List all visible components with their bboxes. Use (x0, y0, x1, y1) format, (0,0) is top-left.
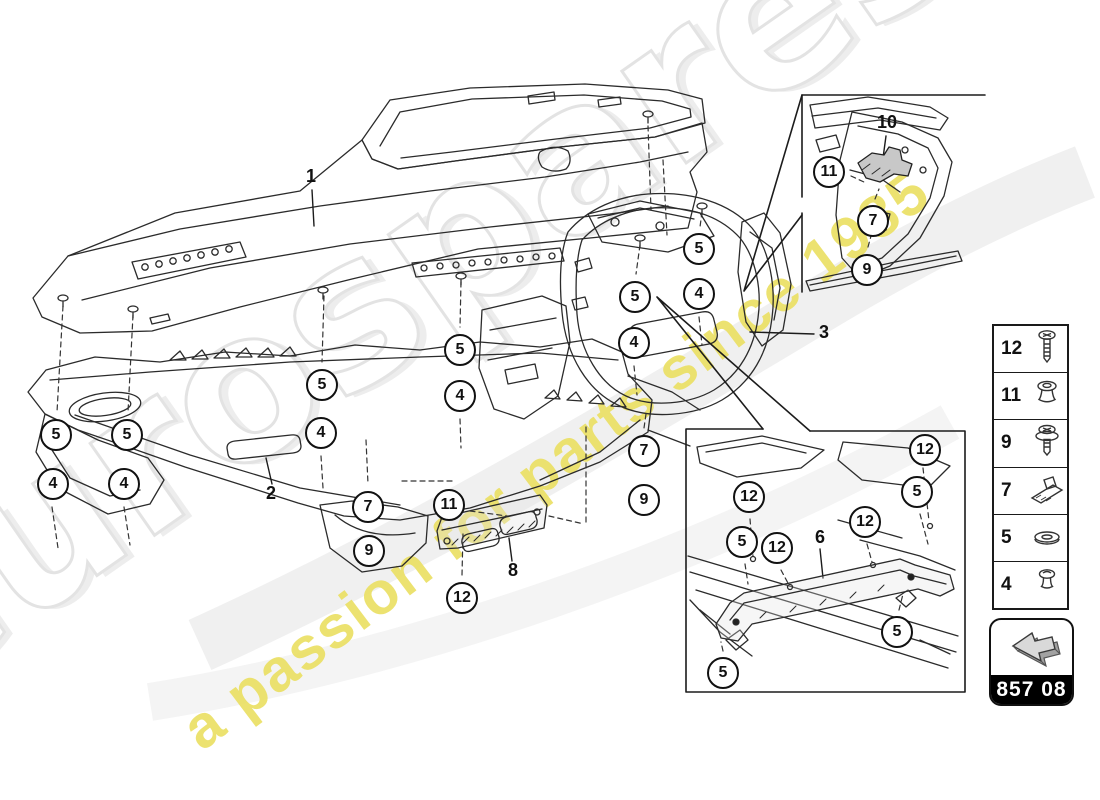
callout-12[interactable]: 12 (761, 532, 793, 564)
callout-5[interactable]: 5 (726, 526, 758, 558)
callout-5[interactable]: 5 (306, 369, 338, 401)
callout-5[interactable]: 5 (619, 281, 651, 313)
callout-7[interactable]: 7 (628, 435, 660, 467)
rivet-icon (1037, 380, 1057, 403)
callout-12[interactable]: 12 (849, 506, 881, 538)
washer-icon (1034, 531, 1060, 545)
retaining-clip-icon (1030, 475, 1064, 504)
legend-number: 4 (1001, 573, 1012, 595)
callout-9[interactable]: 9 (628, 484, 660, 516)
part-box-arrow-area (991, 620, 1072, 675)
part-label-6: 6 (814, 527, 825, 547)
callout-9[interactable]: 9 (353, 535, 385, 567)
callout-12[interactable]: 12 (733, 481, 765, 513)
legend-row-4[interactable]: 4 (994, 562, 1067, 608)
legend-row-7[interactable]: 7 (994, 468, 1067, 515)
callout-11[interactable]: 11 (813, 156, 845, 188)
pan-head-screw-icon (1038, 330, 1056, 364)
callout-9[interactable]: 9 (851, 254, 883, 286)
callout-7[interactable]: 7 (352, 491, 384, 523)
callout-4[interactable]: 4 (618, 327, 650, 359)
part-number-badge: 857 08 (991, 675, 1072, 704)
callout-5[interactable]: 5 (444, 334, 476, 366)
callout-11[interactable]: 11 (433, 489, 465, 521)
callout-7[interactable]: 7 (857, 205, 889, 237)
screw-with-washer-icon (1035, 425, 1059, 457)
callout-12[interactable]: 12 (909, 434, 941, 466)
part-label-2: 2 (265, 483, 276, 503)
callout-4[interactable]: 4 (37, 468, 69, 500)
part-label-3: 3 (818, 322, 829, 342)
legend-row-5[interactable]: 5 (994, 515, 1067, 562)
legend-number: 7 (1001, 479, 1012, 501)
callout-4[interactable]: 4 (444, 380, 476, 412)
part-label-8: 8 (507, 560, 518, 580)
expanding-rivet-icon (1038, 569, 1056, 589)
legend-row-11[interactable]: 11 (994, 373, 1067, 421)
callout-5[interactable]: 5 (881, 616, 913, 648)
legend-number: 5 (1001, 526, 1012, 548)
legend-row-9[interactable]: 9 (994, 420, 1067, 468)
callout-5[interactable]: 5 (111, 419, 143, 451)
callout-5[interactable]: 5 (707, 657, 739, 689)
legend-number: 9 (1001, 432, 1012, 454)
fastener-legend: 12 11 9 7 5 4 (992, 324, 1069, 610)
legend-number: 12 (1001, 338, 1023, 360)
callout-5[interactable]: 5 (901, 476, 933, 508)
callout-4[interactable]: 4 (108, 468, 140, 500)
legend-row-12[interactable]: 12 (994, 326, 1067, 374)
part-label-10: 10 (876, 112, 898, 132)
diagram-thumbnail-button[interactable]: 857 08 (989, 618, 1074, 706)
callout-5[interactable]: 5 (683, 233, 715, 265)
part-label-1: 1 (305, 166, 316, 186)
legend-number: 11 (1001, 385, 1022, 407)
callout-12[interactable]: 12 (446, 582, 478, 614)
callout-5[interactable]: 5 (40, 419, 72, 451)
back-arrow-icon (1011, 631, 1061, 667)
callout-4[interactable]: 4 (305, 417, 337, 449)
callout-4[interactable]: 4 (683, 278, 715, 310)
